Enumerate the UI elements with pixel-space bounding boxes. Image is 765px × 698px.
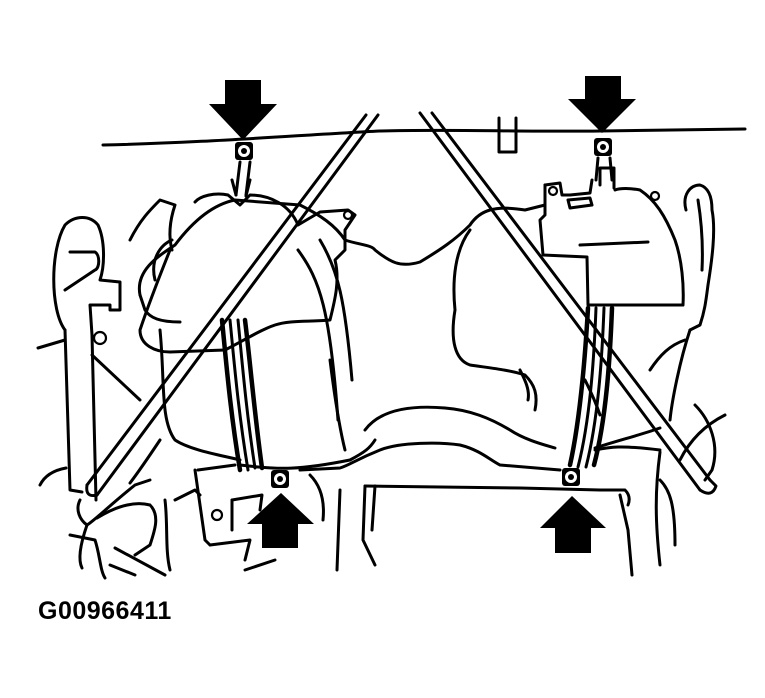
right-bracket [538,166,685,307]
arrow-top-right [568,76,636,133]
crossmember-bottom [298,441,677,577]
figure-id-label: G00966411 [38,597,172,625]
arrow-top-left [209,80,277,140]
lower-left-frame [68,438,277,580]
right-side-structure [518,183,727,482]
arrow-bottom-left [247,493,314,548]
strap-bolt-bottom-right [562,468,580,486]
strap-bolt-top-right [594,138,612,156]
strap-left [219,160,265,473]
diagonal-brace-right [418,111,718,495]
left-side-structure [36,216,174,502]
left-bracket [128,178,357,354]
strap-right [567,156,615,469]
strap-bolt-bottom-left [271,470,289,488]
arrow-bottom-right [540,496,606,553]
strap-bolt-top-left [235,142,253,160]
crossmember-top [101,116,747,154]
fuel-tank-body [137,198,662,470]
